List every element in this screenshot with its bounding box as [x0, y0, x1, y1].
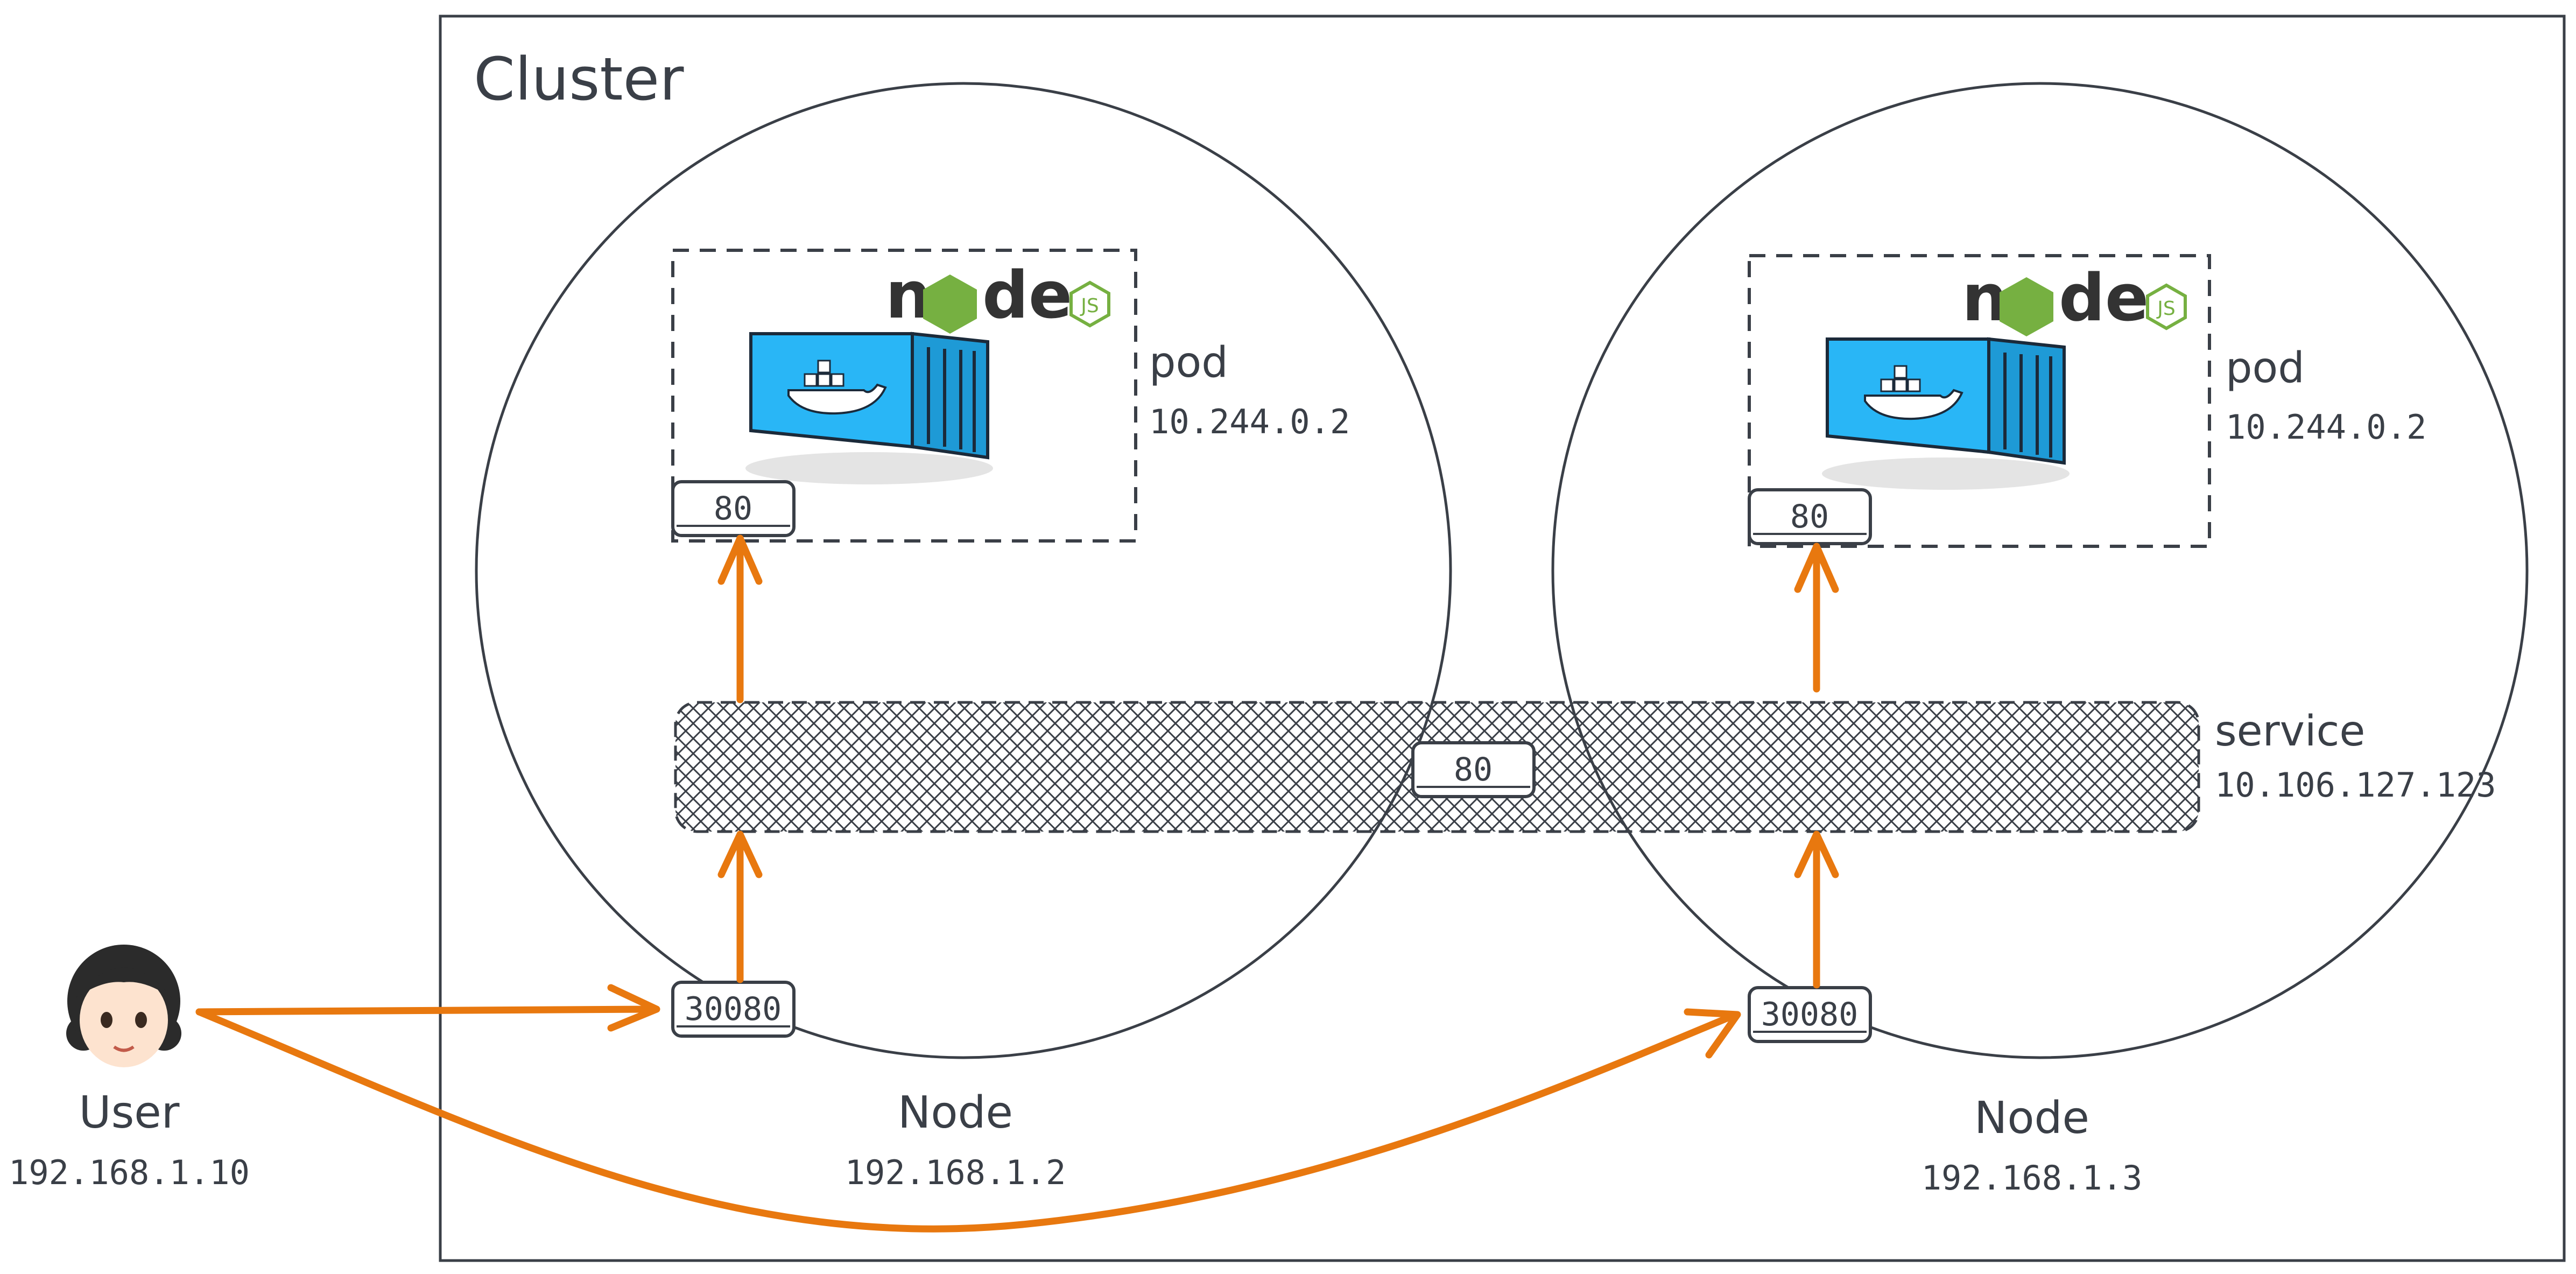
svg-text:de: de	[982, 258, 1072, 333]
nodeport-text-1: 30080	[685, 990, 782, 1028]
service-ip: 10.106.127.123	[2215, 765, 2496, 805]
service-port-text: 80	[1454, 751, 1493, 789]
pod-ip-2: 10.244.0.2	[2226, 407, 2426, 447]
pod-ip-1: 10.244.0.2	[1149, 402, 1350, 441]
pod-box-1	[671, 249, 1137, 543]
nodejs-logo-2: n de JS	[1962, 261, 2187, 336]
node-ip-2: 192.168.1.3	[1922, 1158, 2143, 1198]
user-ip: 192.168.1.10	[9, 1153, 250, 1192]
docker-container-icon-1	[745, 334, 993, 484]
arrow-user-to-nodeport-2	[195, 1008, 1740, 1233]
pod-label-2: pod	[2226, 344, 2305, 392]
node-circle-1	[475, 82, 1452, 1059]
nodejs-logo-1: n de JS	[885, 258, 1110, 334]
service-port-badge: 80	[1411, 741, 1536, 798]
svg-text:JS: JS	[1080, 295, 1099, 317]
pod-port-badge-2: 80	[1748, 488, 1872, 545]
service-label: service	[2215, 707, 2365, 756]
nodeport-badge-2: 30080	[1748, 986, 1872, 1043]
arrow-user-to-nodeport-1	[195, 1005, 658, 1016]
node-label-1: Node	[898, 1087, 1013, 1138]
nodeport-text-2: 30080	[1761, 996, 1859, 1033]
user-avatar	[66, 945, 181, 1067]
node-ip-1: 192.168.1.2	[845, 1153, 1066, 1192]
docker-container-icon-2	[1822, 339, 2070, 490]
node-circle-2	[1551, 82, 2529, 1059]
arrows	[195, 534, 1839, 1233]
node-label-2: Node	[1974, 1093, 2089, 1144]
svg-text:JS: JS	[2156, 298, 2175, 320]
pod-port-badge-1: 80	[671, 480, 796, 537]
pod-port-text-1: 80	[714, 490, 752, 527]
pod-label-1: pod	[1149, 339, 1228, 387]
svg-text:de: de	[2059, 261, 2149, 336]
pod-port-text-2: 80	[1790, 498, 1829, 536]
pod-box-2	[1748, 254, 2211, 548]
nodeport-badge-1: 30080	[671, 981, 796, 1038]
cluster-label: Cluster	[474, 45, 684, 114]
user-label: User	[79, 1087, 180, 1138]
cluster-frame	[439, 15, 2566, 1262]
